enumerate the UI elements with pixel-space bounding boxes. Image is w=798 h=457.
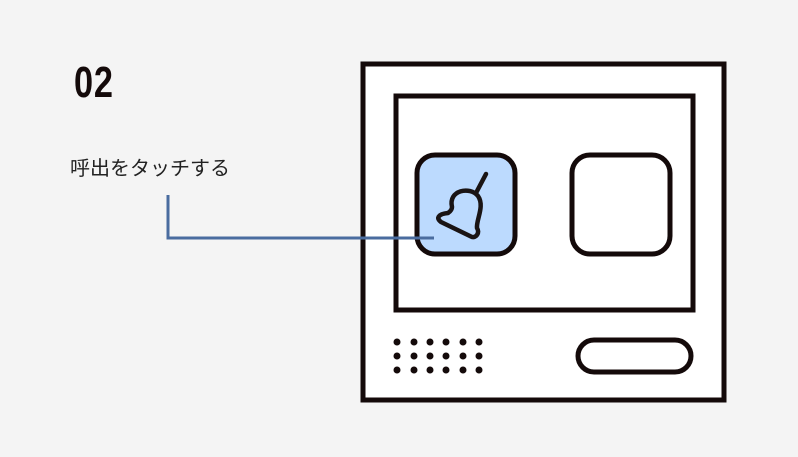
instruction-label: 呼出をタッチする bbox=[70, 156, 230, 180]
call-button[interactable] bbox=[414, 152, 518, 257]
step-number: 02 bbox=[74, 58, 114, 107]
pill-button[interactable] bbox=[575, 337, 694, 375]
speaker-grille bbox=[393, 338, 483, 374]
secondary-button[interactable] bbox=[569, 152, 673, 257]
bell-icon bbox=[436, 171, 489, 240]
leader-line bbox=[166, 195, 434, 240]
